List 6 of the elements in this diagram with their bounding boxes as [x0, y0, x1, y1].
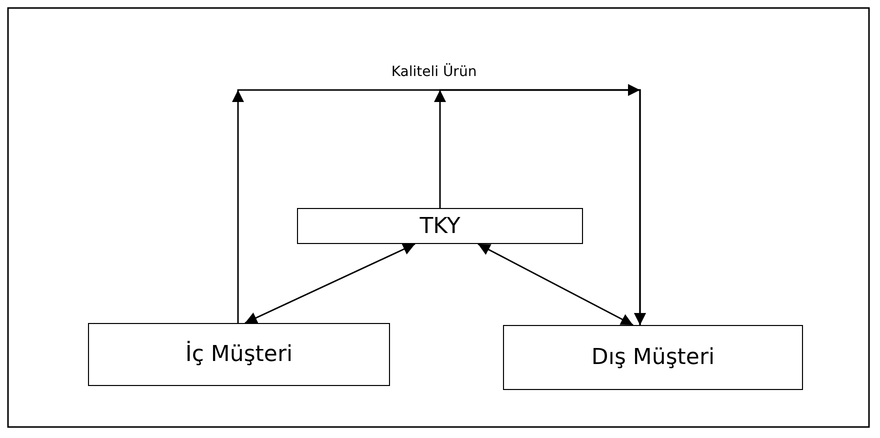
- node-label: TKY: [420, 214, 460, 238]
- process-box: [297, 208, 583, 244]
- node-label: Dış Müşteri: [591, 345, 715, 370]
- process-box: [88, 323, 390, 386]
- node-label: İç Müşteri: [185, 342, 293, 367]
- process-box: [503, 325, 803, 390]
